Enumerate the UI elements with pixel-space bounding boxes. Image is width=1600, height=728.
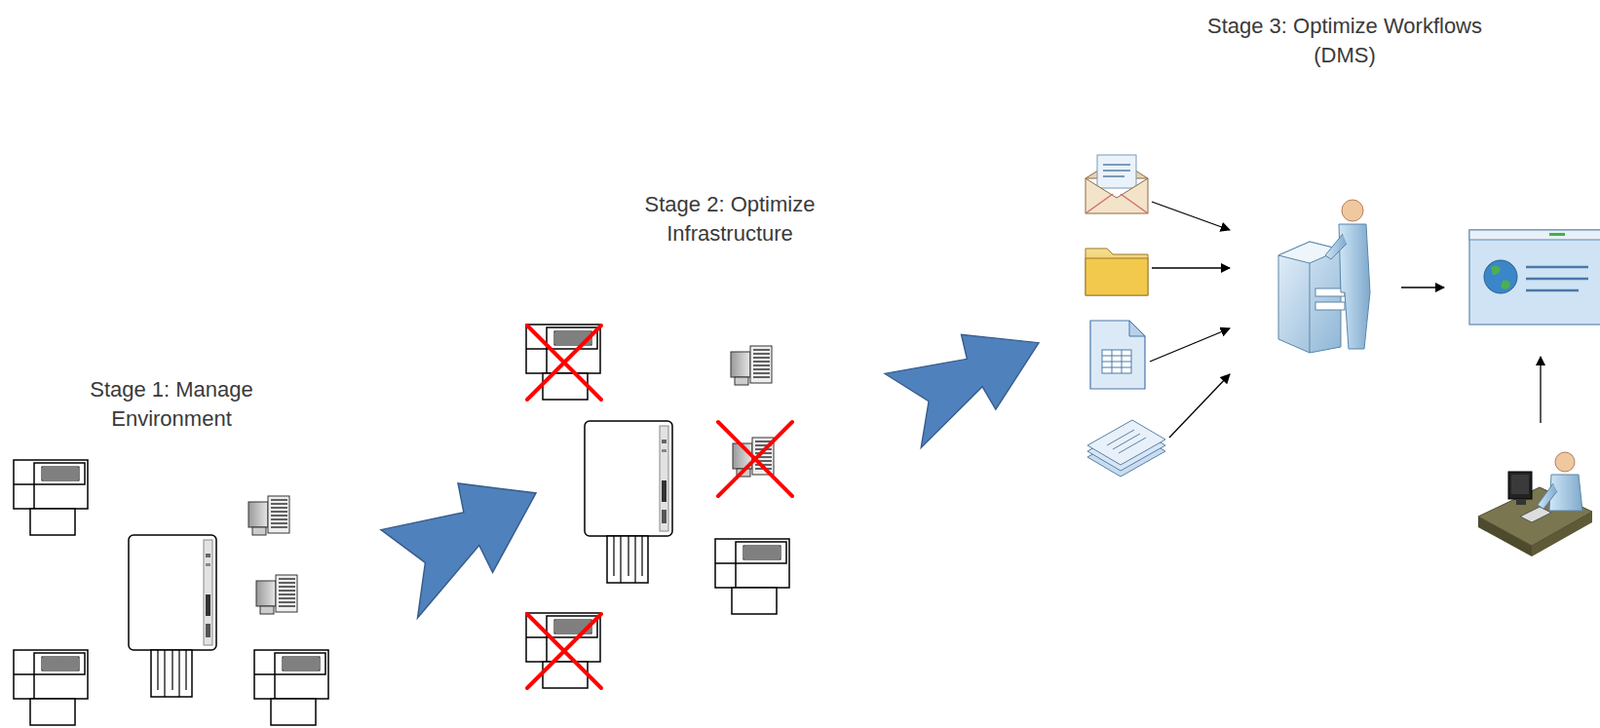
printer-icon [254,649,329,725]
flow-arrows-part [1401,286,1445,288]
person-at-copier-part [1341,199,1364,222]
small-printer-icon [248,495,290,535]
flow-arrows-part [1151,266,1230,268]
stage2-devices [526,324,793,688]
printer-icon [13,649,88,725]
person-at-copier-part [1315,302,1345,310]
spreadsheet-icon-part [1090,320,1145,389]
removed-mark [527,325,602,400]
web-portal-window-part [1525,266,1589,291]
stage-label: Stage 2: Optimize Infrastructure [622,190,838,249]
stage-label: Stage 1: Manage Environment [64,375,279,434]
copier-icon [128,534,217,697]
email-icon-part [1085,178,1148,214]
person-at-desk-part [1555,452,1575,472]
copier-icon [584,420,673,583]
spreadsheet-icon [1090,320,1145,389]
folder-icon-part [1085,258,1148,296]
printer-icon [526,612,601,688]
stage-label-box: Stage 2: Optimize Infrastructure [622,190,838,249]
printer-icon [13,459,88,535]
email-icon [1085,154,1148,214]
folder-icon [1085,248,1148,296]
spreadsheet-icon-part [1102,349,1132,374]
removed-mark [527,613,602,688]
email-icon-part [1085,193,1148,214]
flow-arrows-part [1151,201,1230,230]
stage-label-box: Stage 3: Optimize Workflows (DMS) [1198,11,1491,71]
web-portal-window-part [1490,265,1511,290]
web-portal-window-part [1469,229,1600,325]
documents-icon [1087,419,1166,477]
small-printer-icon [256,574,298,614]
email-icon-part [1097,154,1137,189]
email-icon-part [1103,164,1131,177]
spreadsheet-icon-part [1129,320,1145,337]
person-at-copier-part [1325,233,1347,260]
removed-mark [718,421,793,496]
small-printer-icon [730,345,772,385]
person-at-copier-part [1309,263,1311,353]
spreadsheet-icon-part [1102,349,1132,374]
web-portal-window-part [1549,232,1565,236]
folder-icon-part [1085,248,1148,296]
person-at-desk-part [1520,506,1552,523]
web-portal-window [1469,229,1600,325]
person-at-desk-part [1508,471,1532,499]
flow-arrows-part [1169,374,1230,438]
printer-icon [715,538,790,614]
flow-arrows-part [1539,356,1541,423]
person-at-desk [1478,452,1593,557]
web-portal-window-part [1484,260,1518,294]
person-at-desk-part [1537,483,1558,509]
person-at-desk-part [1511,474,1529,495]
stage-label-box: Stage 1: Manage Environment [64,375,279,434]
documents-icon-part [1106,429,1146,454]
web-portal-window-part [1469,229,1600,240]
printer-icon [526,324,601,400]
stage-label: Stage 3: Optimize Workflows (DMS) [1198,11,1491,71]
stage1-devices [13,459,329,725]
person-at-copier [1278,199,1371,353]
stage-arrow [380,483,536,618]
person-at-desk-part [1516,498,1526,505]
stage-arrow [884,334,1039,448]
flow-arrows-part [1149,328,1230,362]
documents-icon-part [1087,419,1166,465]
